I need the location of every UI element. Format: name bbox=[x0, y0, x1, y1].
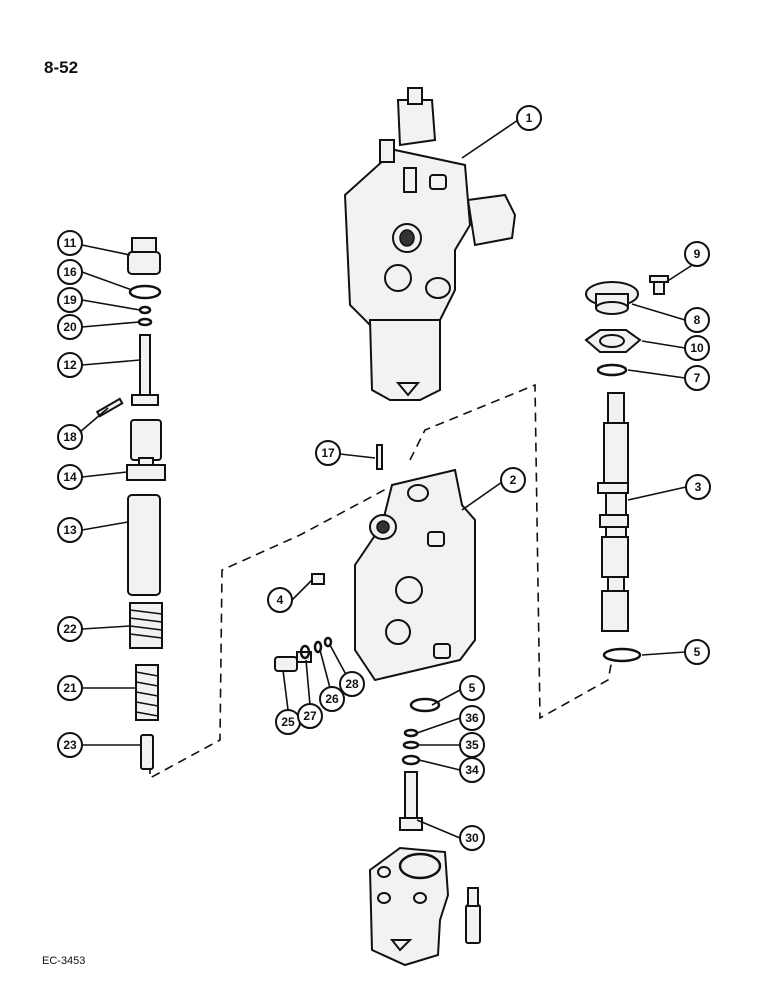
callout-8: 8 bbox=[684, 307, 710, 333]
callout-36: 36 bbox=[459, 705, 485, 731]
svg-text:5: 5 bbox=[694, 645, 701, 659]
callout-9: 9 bbox=[684, 241, 710, 267]
svg-text:9: 9 bbox=[694, 247, 701, 261]
svg-text:10: 10 bbox=[690, 341, 704, 355]
callout-26: 26 bbox=[319, 686, 345, 712]
callout-14: 14 bbox=[57, 464, 83, 490]
callout-25: 25 bbox=[275, 709, 301, 735]
assembly-dash-right bbox=[409, 383, 613, 720]
svg-text:34: 34 bbox=[465, 763, 479, 777]
callout-13: 13 bbox=[57, 517, 83, 543]
svg-text:14: 14 bbox=[63, 470, 77, 484]
spring-21 bbox=[135, 664, 159, 721]
callout-12: 12 bbox=[57, 352, 83, 378]
spool-assembly bbox=[597, 392, 629, 632]
svg-text:7: 7 bbox=[694, 371, 701, 385]
svg-text:16: 16 bbox=[63, 265, 77, 279]
svg-text:21: 21 bbox=[63, 681, 77, 695]
callout-20: 20 bbox=[57, 314, 83, 340]
svg-text:22: 22 bbox=[63, 622, 77, 636]
svg-text:1: 1 bbox=[526, 111, 533, 125]
svg-text:18: 18 bbox=[63, 430, 77, 444]
assembly-dash-left bbox=[149, 487, 389, 780]
svg-text:30: 30 bbox=[465, 831, 479, 845]
callout-19: 19 bbox=[57, 287, 83, 313]
svg-text:36: 36 bbox=[465, 711, 479, 725]
callout-16: 16 bbox=[57, 259, 83, 285]
callout-23: 23 bbox=[57, 732, 83, 758]
callout-4: 4 bbox=[267, 587, 293, 613]
callout-17: 17 bbox=[315, 440, 341, 466]
callout-28: 28 bbox=[339, 671, 365, 697]
relief-valve-parts bbox=[95, 237, 166, 770]
svg-text:23: 23 bbox=[63, 738, 77, 752]
callout-7: 7 bbox=[684, 365, 710, 391]
small-hardware bbox=[274, 444, 441, 831]
callout-1: 1 bbox=[516, 105, 542, 131]
svg-text:4: 4 bbox=[277, 593, 284, 607]
svg-text:25: 25 bbox=[281, 715, 295, 729]
svg-text:27: 27 bbox=[303, 709, 317, 723]
svg-text:2: 2 bbox=[510, 473, 517, 487]
callout-3: 3 bbox=[685, 474, 711, 500]
callout-27: 27 bbox=[297, 703, 323, 729]
svg-text:13: 13 bbox=[63, 523, 77, 537]
svg-text:11: 11 bbox=[64, 236, 77, 250]
svg-text:35: 35 bbox=[465, 738, 479, 752]
callout-21: 21 bbox=[57, 675, 83, 701]
svg-text:17: 17 bbox=[321, 446, 335, 460]
valve-section-upper bbox=[343, 87, 517, 401]
callout-18: 18 bbox=[57, 424, 83, 450]
callout-34: 34 bbox=[459, 757, 485, 783]
valve-section-lower bbox=[354, 468, 476, 682]
svg-text:12: 12 bbox=[63, 358, 77, 372]
svg-text:20: 20 bbox=[63, 320, 77, 334]
callout-11: 11 bbox=[57, 230, 83, 256]
callout-10: 10 bbox=[684, 335, 710, 361]
leader-lines bbox=[79, 119, 698, 839]
spool-cap-parts bbox=[584, 275, 669, 663]
callout-22: 22 bbox=[57, 616, 83, 642]
callout-2: 2 bbox=[500, 467, 526, 493]
end-cap bbox=[368, 846, 481, 967]
svg-text:8: 8 bbox=[694, 313, 701, 327]
page-number: 8-52 bbox=[44, 58, 79, 77]
callout-5-lower: 5 bbox=[459, 675, 485, 701]
svg-text:19: 19 bbox=[63, 293, 77, 307]
svg-text:26: 26 bbox=[325, 692, 339, 706]
svg-text:5: 5 bbox=[469, 681, 476, 695]
svg-text:3: 3 bbox=[695, 480, 702, 494]
callout-5-right: 5 bbox=[684, 639, 710, 665]
figure-code: EC-3453 bbox=[42, 955, 86, 967]
callout-35: 35 bbox=[459, 732, 485, 758]
spring-22 bbox=[129, 602, 163, 649]
callout-30: 30 bbox=[459, 825, 485, 851]
svg-text:28: 28 bbox=[345, 677, 359, 691]
